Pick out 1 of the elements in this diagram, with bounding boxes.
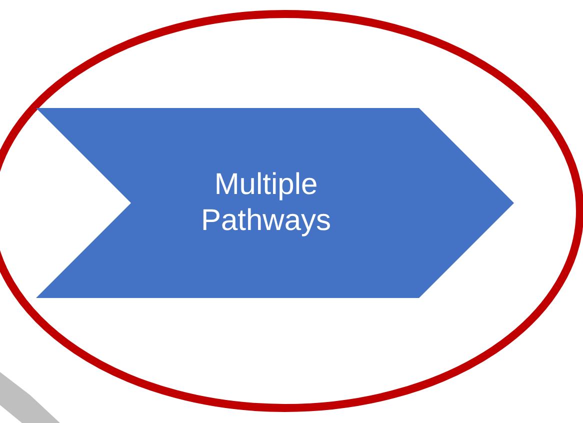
node-label: Multiple Pathways <box>200 167 332 239</box>
